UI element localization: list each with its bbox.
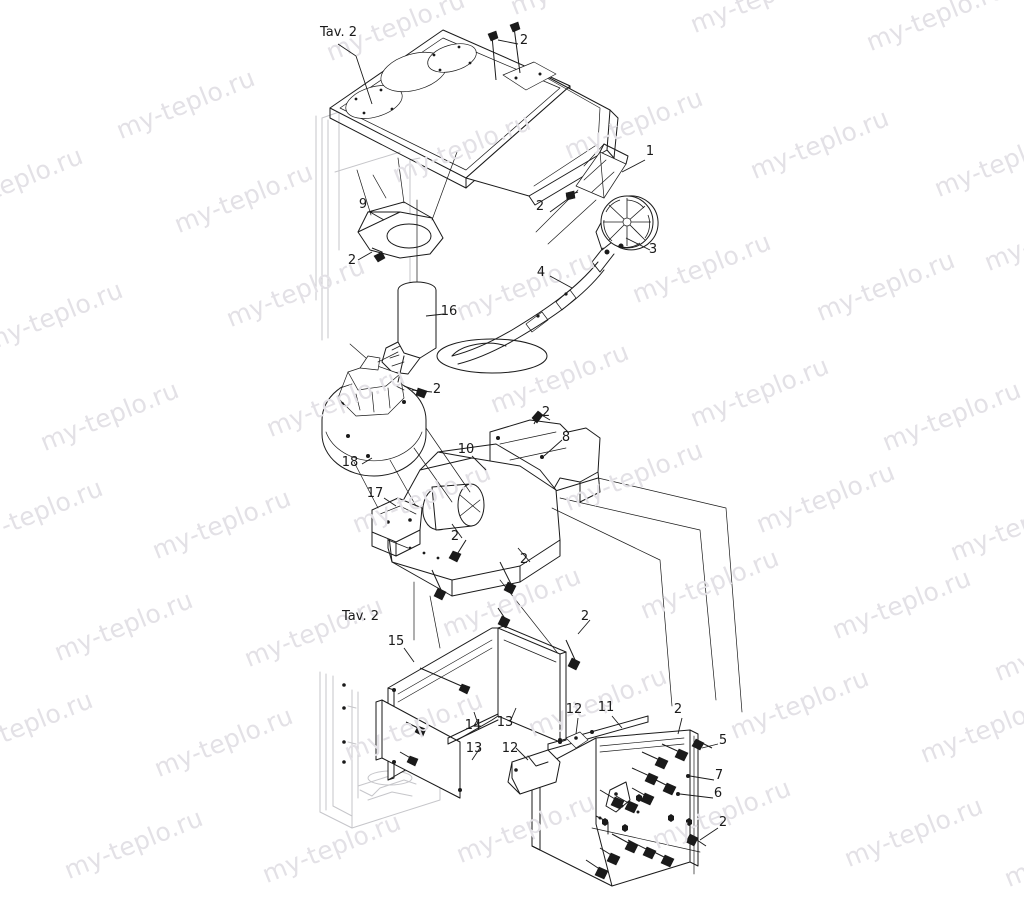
callout-number-2: 2 <box>520 33 528 48</box>
callout-number-2: 2 <box>451 529 459 544</box>
callout-number-2: 2 <box>719 815 727 830</box>
callout-number-13: 13 <box>497 715 514 730</box>
callout-number-14: 14 <box>465 718 482 733</box>
section-label-tav-bottom: Tav. 2 <box>341 609 379 624</box>
callout-number-2: 2 <box>581 609 589 624</box>
callout-number-4: 4 <box>537 265 545 280</box>
flue-fan-unit <box>535 143 659 273</box>
callout-number-10: 10 <box>458 442 475 457</box>
callout-number-3: 3 <box>649 242 657 257</box>
callout-number-2: 2 <box>520 552 528 567</box>
callout-number-7: 7 <box>715 768 723 783</box>
callout-number-2: 2 <box>674 702 682 717</box>
callout-number-11: 11 <box>598 700 615 715</box>
callout-number-2: 2 <box>348 253 356 268</box>
callout-number-2: 2 <box>542 405 550 420</box>
section-labels: Tav. 2 Tav. 2 <box>319 25 379 624</box>
callout-number-1: 1 <box>646 144 654 159</box>
flexible-hose-4 <box>436 261 605 374</box>
callout-number-16: 16 <box>441 304 458 319</box>
callout-number-6: 6 <box>714 786 722 801</box>
callout-number-17: 17 <box>367 486 384 501</box>
section-label-tav-top: Tav. 2 <box>319 25 357 40</box>
burner-duct-box <box>371 443 561 597</box>
screw-bundle-bottom-right <box>585 735 713 880</box>
blower-motor-18 <box>321 343 427 477</box>
callout-number-5: 5 <box>719 733 727 748</box>
top-panel-assembly <box>329 29 619 206</box>
callout-number-2: 2 <box>536 199 544 214</box>
callout-number-18: 18 <box>342 455 359 470</box>
callout-number-15: 15 <box>388 634 405 649</box>
callout-number-2: 2 <box>433 382 441 397</box>
screw-group-middle <box>403 385 581 671</box>
callout-number-12: 12 <box>502 741 519 756</box>
hopper-collar-9 <box>356 151 458 263</box>
callout-number-12: 12 <box>566 702 583 717</box>
elbow-pipe-16 <box>381 199 437 375</box>
screw-group-top <box>487 21 521 81</box>
callout-number-8: 8 <box>562 430 570 445</box>
callout-leaders <box>337 39 719 841</box>
callout-number-13: 13 <box>466 741 483 756</box>
callout-number-9: 9 <box>359 197 367 212</box>
